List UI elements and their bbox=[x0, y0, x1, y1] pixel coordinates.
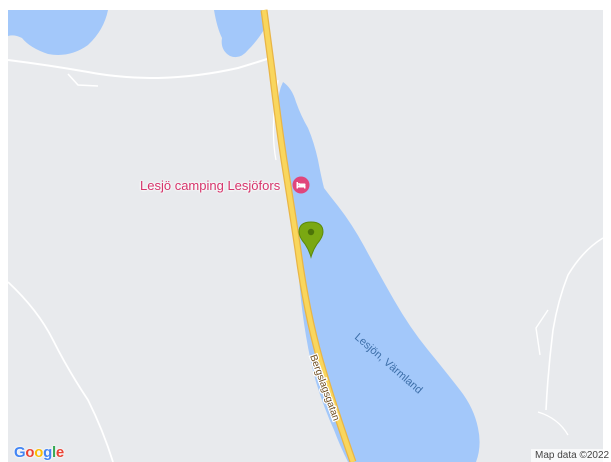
map-pin-icon[interactable] bbox=[297, 220, 325, 259]
minor-road bbox=[545, 237, 604, 411]
map-canvas[interactable]: Lesjön, Värmland Bergslagsgatan bbox=[7, 9, 604, 462]
map-attribution[interactable]: Map data ©2022 bbox=[531, 449, 611, 462]
minor-road bbox=[535, 309, 549, 356]
minor-road bbox=[7, 57, 271, 80]
google-logo-letter: o bbox=[25, 444, 35, 461]
highway-fill bbox=[261, 9, 356, 462]
lake-north bbox=[214, 10, 265, 58]
map-view[interactable]: Lesjön, Värmland Bergslagsgatan Lesjö ca… bbox=[7, 9, 611, 462]
minor-road bbox=[67, 73, 99, 87]
google-logo-letter: l bbox=[52, 444, 56, 461]
lake-northwest bbox=[8, 10, 108, 55]
google-logo-letter: G bbox=[14, 444, 26, 461]
google-logo-letter: g bbox=[43, 444, 52, 461]
lake-lesjon[interactable] bbox=[278, 82, 480, 462]
poi-label[interactable]: Lesjö camping Lesjöfors bbox=[140, 178, 281, 193]
google-logo-letter: o bbox=[34, 444, 44, 461]
google-logo[interactable]: Google bbox=[14, 444, 64, 461]
minor-road bbox=[537, 411, 569, 436]
bed-icon[interactable] bbox=[292, 176, 310, 194]
google-logo-letter: e bbox=[55, 444, 64, 461]
minor-road bbox=[7, 281, 114, 462]
